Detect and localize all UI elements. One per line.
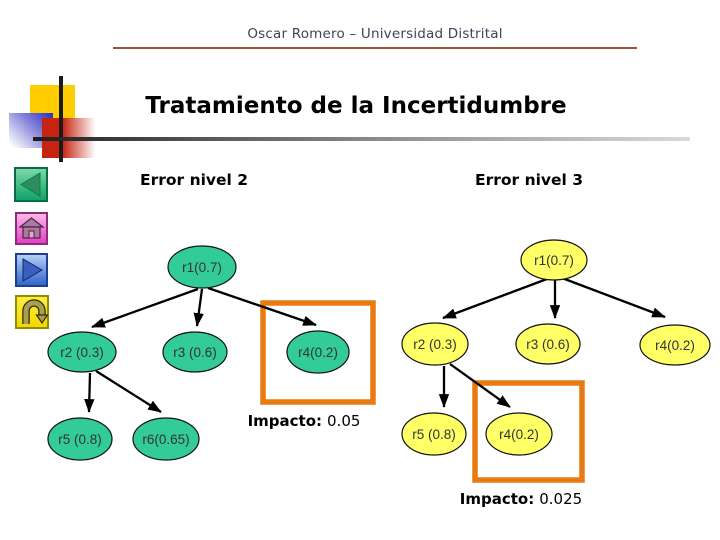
svg-text:r4(0.2): r4(0.2) (655, 338, 695, 353)
right-node-r2: r2 (0.3) (401, 322, 469, 366)
right-node-r5: r5 (0.8) (401, 412, 467, 456)
right-highlight-box (472, 380, 585, 483)
right-tree-edges (438, 276, 666, 408)
left-node-r6: r6(0.65) (132, 417, 200, 461)
svg-text:r6(0.65): r6(0.65) (142, 432, 189, 447)
right-impact-caption: Impacto:0.025 (447, 490, 595, 508)
back-icon (14, 167, 48, 202)
credit-underline (113, 47, 637, 49)
left-node-r5: r5 (0.8) (47, 417, 113, 461)
right-node-r4: r4(0.2) (639, 324, 711, 366)
edge-r1-r4 (561, 276, 666, 319)
svg-text:r1(0.7): r1(0.7) (534, 253, 574, 268)
edge-r2-r6 (95, 370, 162, 413)
left-node-r1: r1(0.7) (167, 245, 237, 289)
right-node-r4-child: r4(0.2) (485, 412, 553, 456)
svg-text:r3 (0.6): r3 (0.6) (526, 337, 570, 352)
svg-text:r5 (0.8): r5 (0.8) (58, 432, 102, 447)
left-impact-label: Impacto: (247, 412, 323, 430)
left-impact-value: 0.05 (327, 412, 361, 430)
svg-text:r3 (0.6): r3 (0.6) (173, 345, 217, 360)
right-impact-label: Impacto: (459, 490, 535, 508)
right-tree-heading: Error nivel 3 (475, 171, 584, 189)
edge-r1-r4 (207, 286, 317, 327)
right-tree-nodes: r1(0.7) r2 (0.3) r3 (0.6) r4(0.2) r5 (0.… (401, 239, 711, 456)
logo-yellow-square (30, 85, 75, 118)
left-impact-caption: Impacto:0.05 (230, 412, 378, 430)
svg-text:r5 (0.8): r5 (0.8) (412, 427, 456, 442)
home-button[interactable] (15, 211, 49, 246)
left-node-r4: r4(0.2) (286, 330, 350, 374)
left-tree-nodes: r1(0.7) r2 (0.3) r3 (0.6) r4(0.2) r5 (0.… (47, 245, 350, 461)
edge-r1-r3 (193, 288, 204, 327)
left-node-r3: r3 (0.6) (162, 331, 228, 373)
left-tree-heading: Error nivel 2 (140, 171, 249, 189)
edge-r2-r5 (84, 372, 95, 413)
left-highlight-box (260, 300, 376, 405)
home-icon (15, 212, 48, 245)
return-icon (15, 294, 49, 329)
svg-text:r2 (0.3): r2 (0.3) (60, 345, 104, 360)
right-node-r1: r1(0.7) (520, 239, 588, 281)
left-tree-edges (84, 286, 317, 413)
right-node-r3: r3 (0.6) (515, 323, 581, 365)
forward-icon (15, 252, 48, 287)
left-node-r2: r2 (0.3) (47, 331, 117, 373)
logo-vertical-line (59, 76, 63, 162)
right-impact-value: 0.025 (539, 490, 583, 508)
svg-text:r1(0.7): r1(0.7) (182, 260, 222, 275)
svg-text:r4(0.2): r4(0.2) (298, 345, 338, 360)
edge-r1-r2 (442, 277, 548, 320)
credit-line: Oscar Romero – Universidad Distrital (247, 26, 503, 42)
forward-button[interactable] (15, 252, 49, 287)
page-title: Tratamiento de la Incertidumbre (145, 93, 567, 119)
edge-r2-r4child (449, 363, 511, 408)
edge-r1-r2 (91, 287, 199, 329)
title-divider-bar (33, 137, 690, 141)
svg-text:r2 (0.3): r2 (0.3) (413, 337, 457, 352)
back-button[interactable] (14, 167, 48, 202)
return-button[interactable] (15, 294, 49, 329)
svg-text:r4(0.2): r4(0.2) (499, 427, 539, 442)
